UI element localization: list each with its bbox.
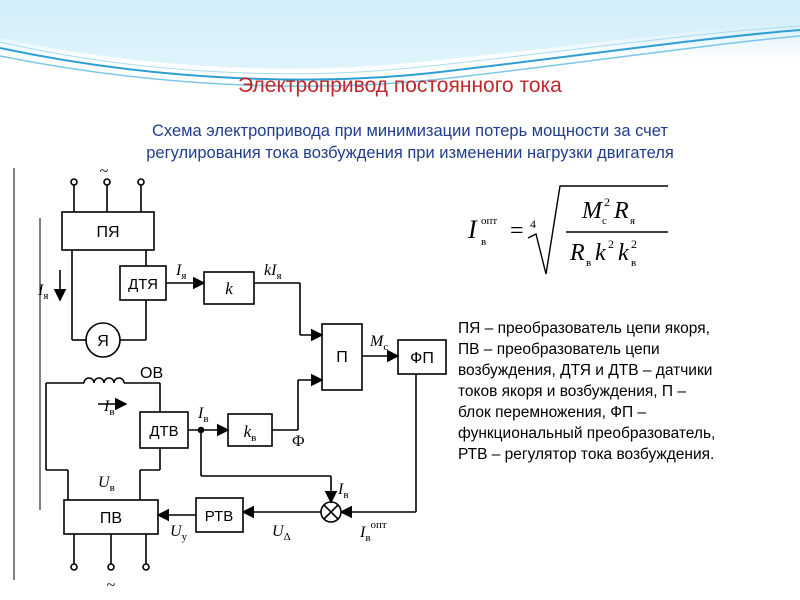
legend-line: возбуждения, ДТЯ и ДТВ – датчики bbox=[458, 362, 713, 379]
uv-u: U bbox=[98, 474, 111, 491]
iopt-i: I bbox=[359, 524, 366, 541]
tilde-top: ~ bbox=[100, 163, 109, 180]
formula-den-k2-sub: в bbox=[631, 257, 636, 269]
iya-sub: я bbox=[181, 270, 186, 282]
kiya-sub: я bbox=[276, 270, 281, 282]
legend-line: ПВ – преобразователь цепи bbox=[458, 341, 660, 358]
legend-line: функциональный преобразователь, bbox=[458, 425, 716, 442]
mc-sub: c bbox=[383, 341, 388, 353]
uy-sub: у bbox=[182, 531, 188, 543]
uv-label: Uв bbox=[98, 474, 115, 494]
iv-dtv-sub: в bbox=[203, 413, 208, 425]
subtitle-line: регулирования тока возбуждения при измен… bbox=[146, 144, 674, 162]
slide-title: Электропривод постоянного тока bbox=[238, 74, 562, 97]
block-kv-sub: в bbox=[251, 432, 256, 444]
iya-left-i: I bbox=[37, 282, 44, 299]
tilde-bottom: ~ bbox=[107, 577, 116, 594]
formula-lhs: I bbox=[467, 215, 478, 244]
optimal-current-formula: I в опт = 4 M c 2 R я R в k 2 k в 2 bbox=[467, 185, 668, 275]
legend-line: РТВ – регулятор тока возбуждения. bbox=[458, 446, 715, 463]
iv-feedback-label: Iв bbox=[337, 481, 349, 501]
iopt-sub: в bbox=[365, 532, 370, 544]
mc-label: Mc bbox=[369, 333, 388, 353]
slide-subtitle: Схема электропривода при минимизации пот… bbox=[60, 120, 760, 164]
formula-den-k2-sup: 2 bbox=[631, 237, 637, 251]
formula-lhs-sub: в bbox=[481, 236, 486, 248]
iya-i: I bbox=[175, 262, 182, 279]
radical-sign bbox=[527, 185, 668, 275]
formula-num-r: R bbox=[613, 198, 629, 224]
kiya-label: kIя bbox=[264, 262, 282, 282]
uy-u: U bbox=[170, 523, 183, 540]
block-dtv: ДТВ bbox=[149, 423, 178, 440]
iv-dtv-label: Iв bbox=[197, 405, 209, 425]
kiya-ki: kI bbox=[264, 262, 277, 279]
iya-label: Iя bbox=[175, 262, 186, 282]
block-p: П bbox=[336, 349, 348, 366]
uv-sub: в bbox=[110, 482, 115, 494]
block-dtya: ДТЯ bbox=[128, 276, 158, 293]
iya-left-sub: я bbox=[43, 290, 48, 302]
iv-feedback-sub: в bbox=[343, 489, 348, 501]
formula-lhs-sup: опт bbox=[481, 215, 497, 227]
formula-den-r-sub: в bbox=[586, 257, 591, 269]
block-kv: kв bbox=[244, 422, 257, 444]
formula-num-m: M bbox=[581, 198, 604, 224]
formula-den-r: R bbox=[569, 240, 585, 266]
block-pv: ПВ bbox=[100, 510, 122, 527]
block-rtv: РТВ bbox=[205, 508, 234, 525]
legend-text: ПЯ – преобразователь цепи якоря, ПВ – пр… bbox=[458, 318, 794, 465]
formula-num-m-sub: c bbox=[602, 215, 607, 227]
formula-num-m-sup: 2 bbox=[604, 195, 610, 209]
iv-coil-i: I bbox=[103, 398, 110, 415]
formula-den-k2: k bbox=[618, 240, 629, 266]
iopt-label: Iвопт bbox=[359, 519, 387, 544]
legend-line: токов якоря и возбуждения, П – bbox=[458, 383, 686, 400]
legend-line: ПЯ – преобразователь цепи якоря, bbox=[458, 320, 710, 337]
mc-m: M bbox=[369, 333, 385, 350]
motor-label: Я bbox=[97, 333, 109, 350]
formula-den-k: k bbox=[595, 240, 606, 266]
uy-label: Uу bbox=[170, 523, 188, 543]
udelta-u: U bbox=[272, 523, 285, 540]
iv-dtv-i: I bbox=[197, 405, 204, 422]
block-kv-k: k bbox=[244, 422, 252, 441]
block-fp: ФП bbox=[410, 350, 434, 367]
udelta-sub: Δ bbox=[284, 531, 291, 543]
block-k: k bbox=[225, 279, 233, 298]
formula-equals: = bbox=[510, 218, 524, 244]
block-pya: ПЯ bbox=[96, 224, 119, 241]
formula-den-k-sup: 2 bbox=[608, 237, 614, 251]
iv-feedback-i: I bbox=[337, 481, 344, 498]
iv-coil-label: Iв bbox=[103, 398, 115, 418]
iopt-sup: опт bbox=[370, 519, 386, 531]
ov-label: ОВ bbox=[140, 365, 163, 382]
legend-line: блок перемножения, ФП – bbox=[458, 404, 647, 421]
udelta-label: UΔ bbox=[272, 523, 291, 543]
formula-root-index: 4 bbox=[530, 217, 536, 231]
iya-left-label: Iя bbox=[37, 282, 48, 302]
phi-label: Ф bbox=[292, 433, 305, 450]
formula-num-r-sub: я bbox=[630, 215, 635, 227]
subtitle-line: Схема электропривода при минимизации пот… bbox=[152, 122, 668, 140]
iv-coil-sub: в bbox=[109, 406, 114, 418]
